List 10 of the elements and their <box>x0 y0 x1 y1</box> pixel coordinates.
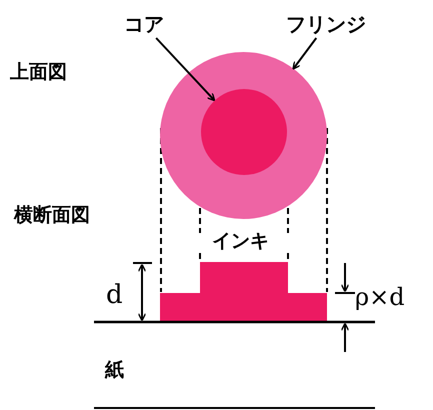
text-label: 紙 <box>105 360 124 381</box>
arrow <box>292 37 318 70</box>
callout-label: フリンジ <box>280 12 372 38</box>
dimension-label: ρ×d <box>355 284 405 310</box>
text-label: インキ <box>212 231 269 252</box>
callout-label: コア <box>118 12 170 38</box>
text-label: 横断面図 <box>14 205 90 226</box>
arrow <box>155 37 216 102</box>
text-label: 上面図 <box>10 62 67 83</box>
dimension-label: d <box>106 281 123 310</box>
